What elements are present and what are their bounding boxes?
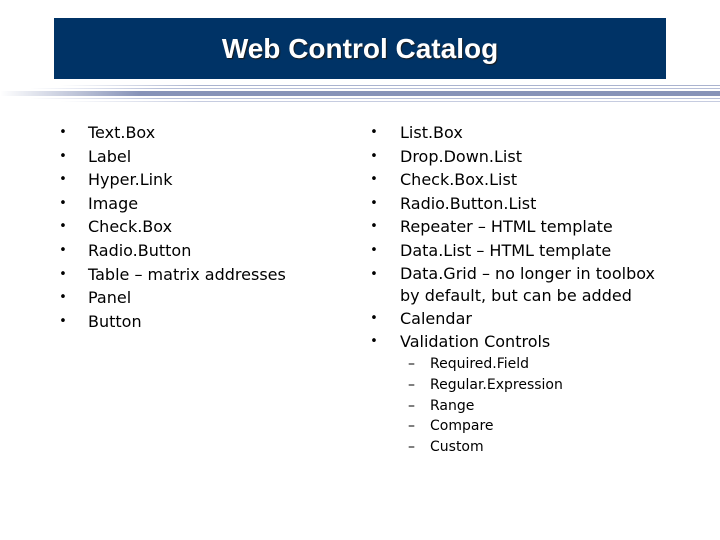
list-item-label: Image <box>88 193 139 213</box>
list-item: • Label <box>58 145 308 169</box>
list-item: • Table – matrix addresses <box>58 263 308 287</box>
list-item-label: Radio.Button <box>88 240 192 260</box>
list-item: • Check.Box.List <box>369 168 669 192</box>
list-item-label: Table – matrix addresses <box>88 264 286 284</box>
rule-line <box>0 85 720 86</box>
dash-icon: – <box>408 376 415 393</box>
bullet-icon: • <box>59 242 67 258</box>
sublist-item-label: Required.Field <box>430 356 530 372</box>
list-item-label: Text.Box <box>88 123 156 142</box>
sublist-item-label: Custom <box>430 439 484 456</box>
list-item: • Button <box>58 310 308 334</box>
bullet-icon: • <box>59 290 67 306</box>
rule-line-thick <box>0 91 720 96</box>
bullet-icon: • <box>59 125 67 140</box>
sublist-item: –Regular.Expression <box>408 375 563 396</box>
list-item-label: Button <box>88 311 142 331</box>
validation-controls-sublist: –Required.Field –Regular.Expression –Ran… <box>408 354 563 458</box>
list-item-label: Panel <box>88 288 132 308</box>
bullet-icon: • <box>370 242 378 258</box>
rule-line <box>0 88 720 89</box>
list-item-label: Repeater – HTML template <box>400 217 613 237</box>
list-item: • Image <box>58 192 308 216</box>
list-item: • Radio.Button.List <box>369 192 669 216</box>
dash-icon: – <box>408 356 415 372</box>
list-item-label: Hyper.Link <box>88 170 173 190</box>
list-item-label: List.Box <box>400 123 463 142</box>
sublist-item-label: Compare <box>430 418 494 435</box>
bullet-icon: • <box>59 266 67 282</box>
bullet-icon: • <box>59 148 67 164</box>
bullet-icon: • <box>370 172 378 188</box>
bullet-icon: • <box>370 125 378 140</box>
right-control-list: • List.Box • Drop.Down.List • Check.Box.Lis… <box>369 121 669 354</box>
list-item: • Check.Box <box>58 215 308 239</box>
title-banner: Web Control Catalog <box>54 18 666 79</box>
list-item-label: Check.Box <box>88 217 173 237</box>
bullet-icon: • <box>59 313 67 329</box>
list-item: • Validation Controls <box>369 330 669 354</box>
list-item-label: Calendar <box>400 308 472 328</box>
list-item: • Drop.Down.List <box>369 145 669 169</box>
bullet-icon: • <box>370 310 378 326</box>
list-item: • Repeater – HTML template <box>369 215 669 239</box>
list-item: • Calendar <box>369 307 669 331</box>
bullet-icon: • <box>59 195 67 211</box>
list-item: • Data.List – HTML template <box>369 239 669 263</box>
sublist-item-label: Range <box>430 397 475 414</box>
dash-icon: – <box>408 439 415 456</box>
dash-icon: – <box>408 397 415 414</box>
list-item-label: Radio.Button.List <box>400 193 537 213</box>
list-item-label: Validation Controls <box>400 332 551 352</box>
sublist-item: –Compare <box>408 416 563 437</box>
rule-line <box>0 101 720 102</box>
sublist-item: –Range <box>408 396 563 417</box>
list-item: • Text.Box <box>58 121 308 145</box>
sublist-item: –Custom <box>408 437 563 458</box>
bullet-icon: • <box>59 172 67 188</box>
list-item-label: Data.List – HTML template <box>400 240 612 260</box>
bullet-icon: • <box>370 266 378 282</box>
decorative-rules <box>0 83 720 103</box>
dash-icon: – <box>408 418 415 435</box>
rule-line <box>0 98 720 99</box>
list-item: • Panel <box>58 286 308 310</box>
list-item: • Data.Grid – no longer in toolbox by def… <box>369 263 669 307</box>
list-item: • List.Box <box>369 121 669 145</box>
bullet-icon: • <box>59 219 67 235</box>
list-item-label: Data.Grid – no longer in toolbox by defa… <box>400 263 655 305</box>
bullet-icon: • <box>370 195 378 211</box>
list-item-label: Label <box>88 146 132 166</box>
list-item: • Radio.Button <box>58 239 308 263</box>
list-item: • Hyper.Link <box>58 168 308 192</box>
list-item-label: Check.Box.List <box>400 170 518 190</box>
bullet-icon: • <box>370 148 378 164</box>
sublist-item-label: Regular.Expression <box>430 376 563 393</box>
slide-title: Web Control Catalog <box>221 32 499 64</box>
list-item-label: Drop.Down.List <box>400 146 522 166</box>
bullet-icon: • <box>370 219 378 235</box>
left-control-list: • Text.Box • Label • Hyper.Link • Image • Che… <box>58 121 308 333</box>
bullet-icon: • <box>370 334 378 350</box>
sublist-item: –Required.Field <box>408 354 563 375</box>
